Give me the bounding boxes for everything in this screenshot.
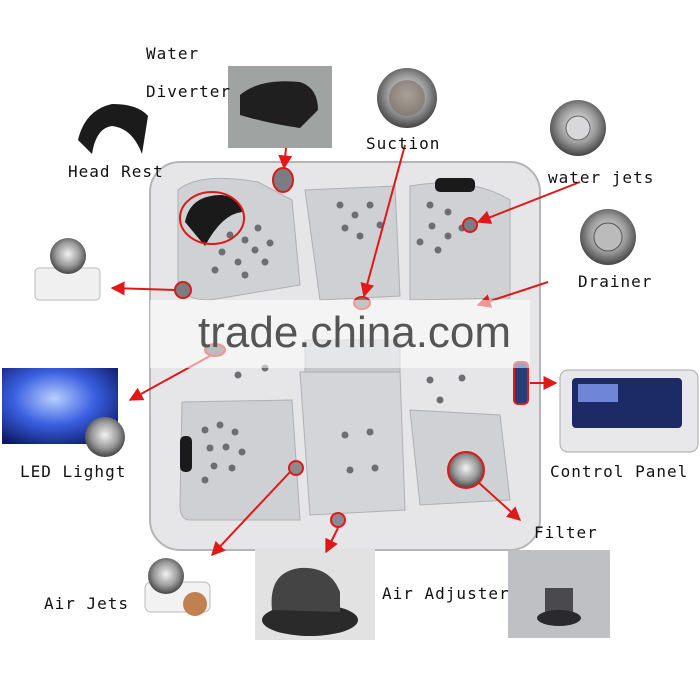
water-jets-photo — [550, 100, 606, 156]
label-water-diverter-line2: Diverter — [146, 82, 232, 101]
arrow-suction — [360, 144, 406, 298]
label-head-rest: Head Rest — [68, 162, 164, 181]
arrow-water-jets — [476, 181, 581, 224]
label-control-panel: Control Panel — [550, 462, 689, 481]
air-jets-photo — [144, 558, 211, 616]
drainer-photo — [580, 209, 636, 265]
watermark-band — [150, 300, 530, 368]
arrow-air-jets — [211, 471, 291, 557]
head-rest-photo — [78, 104, 148, 154]
arrow-fitting — [110, 281, 177, 296]
arrow-air-adjuster — [325, 527, 339, 554]
label-water-jets: water jets — [548, 168, 655, 187]
label-suction: Suction — [366, 134, 441, 153]
label-filter: Filter — [534, 523, 598, 542]
filter-photo — [508, 550, 610, 638]
label-air-adjuster: Air Adjuster — [382, 584, 510, 603]
watermark-text: trade.china.com — [198, 308, 512, 357]
fitting-photo — [34, 238, 101, 301]
suction-photo — [377, 68, 437, 128]
control-panel-photo — [559, 369, 699, 453]
arrow-filter — [477, 481, 522, 521]
arrow-water-diverter — [278, 147, 293, 170]
label-drainer: Drainer — [578, 272, 653, 291]
label-led-light: LED Lighgt — [20, 462, 127, 481]
water-diverter-photo — [228, 66, 332, 148]
led-light-photo — [2, 368, 125, 457]
jet-dots — [201, 201, 466, 484]
label-air-jets: Air Jets — [44, 594, 130, 613]
label-water-diverter-line1: Water — [146, 44, 200, 63]
air-adjuster-photo — [255, 548, 375, 640]
